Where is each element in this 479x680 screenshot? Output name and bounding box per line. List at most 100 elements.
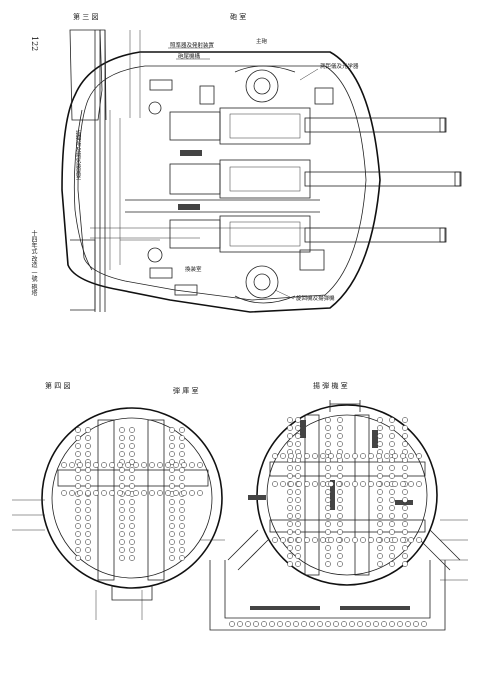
- shell-circle: [129, 515, 135, 521]
- shell-circle: [337, 497, 343, 503]
- shell-circle: [261, 621, 267, 627]
- shell-circle: [408, 481, 414, 487]
- shell-circle: [173, 490, 179, 496]
- figure-label-bottom: 第 四 図: [45, 382, 71, 390]
- shell-circle: [402, 433, 408, 439]
- margin-caption: 十四年式 改造 一號 砲塔: [30, 230, 37, 296]
- shell-circle: [337, 473, 343, 479]
- shell-circle: [402, 489, 408, 495]
- shell-circle: [157, 490, 163, 496]
- shell-circle: [295, 561, 301, 567]
- shell-circle: [312, 481, 318, 487]
- shell-circle: [109, 490, 115, 496]
- shell-circle: [384, 537, 390, 543]
- shell-circle: [402, 417, 408, 423]
- shell-circle: [377, 425, 383, 431]
- shell-circle: [325, 473, 331, 479]
- shell-circle: [93, 462, 99, 468]
- shell-circle: [384, 481, 390, 487]
- shell-circle: [179, 483, 185, 489]
- callout-top-1: 照準器及発射装置: [170, 43, 215, 49]
- shell-circle: [169, 427, 175, 433]
- shell-circle: [296, 481, 302, 487]
- shell-circle: [344, 453, 350, 459]
- shell-circle: [129, 435, 135, 441]
- shell-circle: [119, 523, 125, 529]
- shell-circle: [389, 553, 395, 559]
- shell-circle: [377, 497, 383, 503]
- shell-circle: [179, 435, 185, 441]
- shell-circle: [85, 523, 91, 529]
- shell-circle: [179, 515, 185, 521]
- shell-circle: [389, 489, 395, 495]
- shell-circle: [169, 475, 175, 481]
- shell-circle: [75, 483, 81, 489]
- shell-circle: [75, 515, 81, 521]
- shell-circle: [295, 505, 301, 511]
- shell-circle: [119, 427, 125, 433]
- shell-circle: [85, 443, 91, 449]
- shell-circle: [325, 505, 331, 511]
- shell-circle: [169, 547, 175, 553]
- shell-circle: [296, 453, 302, 459]
- shell-circle: [165, 490, 171, 496]
- shell-circle: [325, 449, 331, 455]
- shell-circle: [181, 490, 187, 496]
- shell-circle: [169, 507, 175, 513]
- shell-circle: [129, 539, 135, 545]
- shell-circle: [288, 537, 294, 543]
- shell-circle: [75, 555, 81, 561]
- shell-circle: [309, 621, 315, 627]
- shell-circle: [337, 529, 343, 535]
- shell-circle: [295, 545, 301, 551]
- shell-circle: [119, 531, 125, 537]
- shell-circle: [325, 433, 331, 439]
- shell-circle: [352, 537, 358, 543]
- shell-circle: [253, 621, 259, 627]
- shell-circle: [360, 453, 366, 459]
- shell-circle: [402, 553, 408, 559]
- shell-circle: [402, 425, 408, 431]
- shell-circle: [287, 441, 293, 447]
- shell-circle: [377, 433, 383, 439]
- shell-circle: [377, 521, 383, 527]
- shell-circle: [169, 435, 175, 441]
- shell-circle: [280, 481, 286, 487]
- shell-circle: [336, 481, 342, 487]
- shell-circle: [325, 529, 331, 535]
- shell-circle: [389, 621, 395, 627]
- shell-circle: [129, 427, 135, 433]
- page-number: 122: [30, 36, 39, 52]
- shell-circle: [179, 451, 185, 457]
- shell-circle: [119, 467, 125, 473]
- shell-circle: [75, 427, 81, 433]
- shell-circle: [287, 465, 293, 471]
- figure-title-bottom-right: 揚 弾 機 室: [313, 382, 348, 390]
- shell-circle: [141, 462, 147, 468]
- shell-circle: [421, 621, 427, 627]
- shell-circle: [325, 513, 331, 519]
- shell-circle: [328, 453, 334, 459]
- figure-title-top: 砲 室: [230, 13, 247, 21]
- shell-circle: [129, 451, 135, 457]
- shell-circle: [129, 531, 135, 537]
- shell-circle: [376, 481, 382, 487]
- shell-circle: [119, 483, 125, 489]
- shell-circle: [337, 489, 343, 495]
- callout-bottom-right: 旋回機及揚弾機: [296, 296, 335, 302]
- shell-circle: [408, 537, 414, 543]
- shell-circle: [169, 467, 175, 473]
- shell-circle: [377, 561, 383, 567]
- shell-circle: [133, 490, 139, 496]
- shell-circle: [295, 553, 301, 559]
- shell-circle: [389, 505, 395, 511]
- shell-circle: [129, 467, 135, 473]
- shell-circle: [368, 453, 374, 459]
- shell-circle: [285, 621, 291, 627]
- shell-circle: [75, 467, 81, 473]
- shell-circle: [287, 529, 293, 535]
- shell-circle: [402, 545, 408, 551]
- shell-circle: [400, 537, 406, 543]
- shell-circle: [179, 555, 185, 561]
